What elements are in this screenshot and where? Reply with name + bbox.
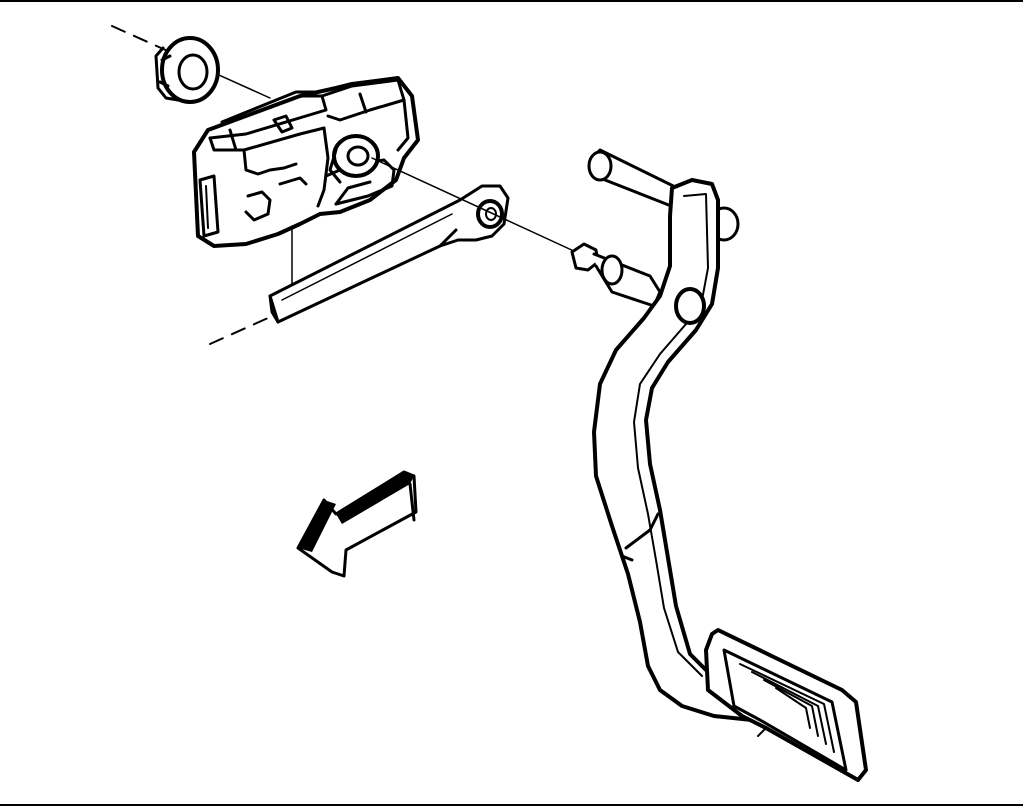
pushrod: [268, 184, 510, 324]
pushrod-centerline: [209, 317, 269, 345]
pedal-pad: [704, 628, 868, 782]
direction-arrow: [296, 470, 418, 578]
pushrod-clevis-pin: [570, 242, 662, 308]
retaining-nut: [154, 36, 220, 104]
brake-switch-bracket: [192, 76, 420, 248]
clevis-axis-line: [371, 157, 577, 253]
